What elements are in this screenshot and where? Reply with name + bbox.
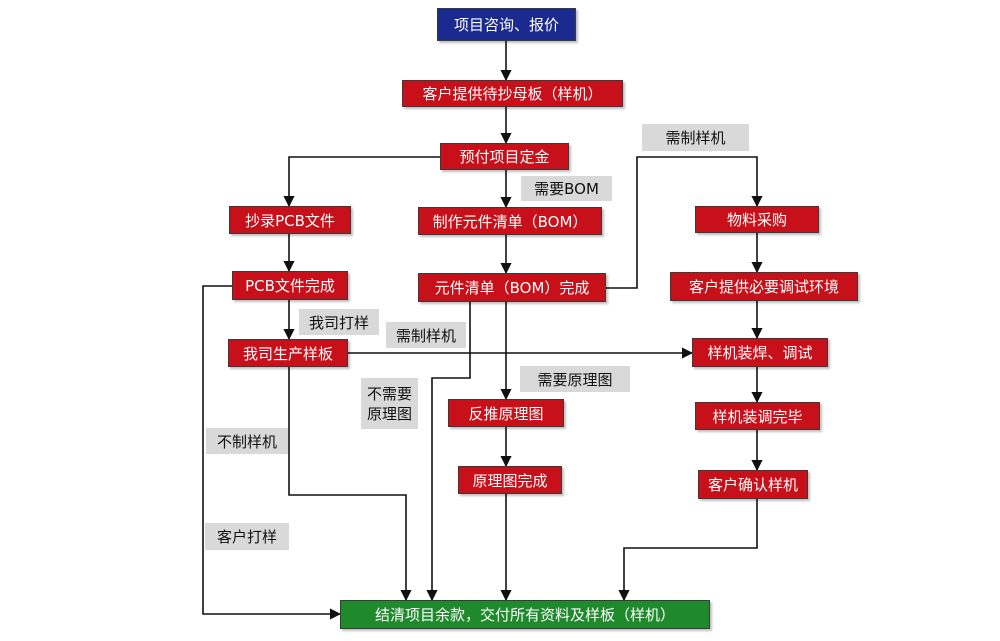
- arrow-produce-to-final: [288, 367, 412, 602]
- pcb-done-node: PCB文件完成: [232, 271, 348, 300]
- arrow-confirm-to-final: [618, 499, 758, 602]
- copy-pcb-node: 抄录PCB文件: [229, 206, 351, 234]
- schematic-done-node: 原理图完成: [458, 466, 562, 494]
- produce-board-node: 我司生产样板: [228, 339, 348, 367]
- need-schematic-label: 需要原理图: [520, 366, 630, 392]
- start-node: 项目咨询、报价: [437, 8, 576, 41]
- no-prototype-label: 不制样机: [206, 428, 288, 454]
- reverse-schematic-node: 反推原理图: [448, 399, 564, 427]
- bom-done-node: 元件清单（BOM）完成: [418, 273, 606, 302]
- need-prototype-label-top: 需制样机: [642, 124, 749, 151]
- our-print-label: 我司打样: [299, 309, 379, 335]
- deposit-node: 预付项目定金: [440, 143, 569, 170]
- provide-board-node: 客户提供待抄母板（样机）: [402, 80, 623, 107]
- arrow-deposit-to-copy-pcb: [283, 156, 440, 208]
- arrow-bom-done-to-purchase: [606, 156, 763, 289]
- no-schematic-label-line1: 不需要: [366, 384, 412, 403]
- final-node: 结清项目余款，交付所有资料及样板（样机）: [340, 600, 710, 629]
- need-prototype-label-mid: 需制样机: [386, 322, 466, 348]
- no-schematic-label-line2: 原理图: [366, 404, 412, 423]
- client-print-label: 客户打样: [205, 523, 289, 550]
- make-bom-node: 制作元件清单（BOM）: [418, 207, 602, 235]
- no-schematic-label: 不需要 原理图: [361, 378, 418, 429]
- arrow-pcb-done-to-final: [202, 285, 342, 620]
- debug-done-node: 样机装调完毕: [695, 402, 820, 430]
- need-bom-label: 需要BOM: [521, 176, 612, 201]
- test-env-node: 客户提供必要调试环境: [670, 272, 858, 301]
- arrow-bom-done-no-schematic-to-final: [426, 302, 471, 602]
- assemble-node: 样机装焊、调试: [692, 338, 828, 367]
- confirm-node: 客户确认样机: [698, 470, 808, 499]
- purchase-node: 物料采购: [695, 206, 819, 233]
